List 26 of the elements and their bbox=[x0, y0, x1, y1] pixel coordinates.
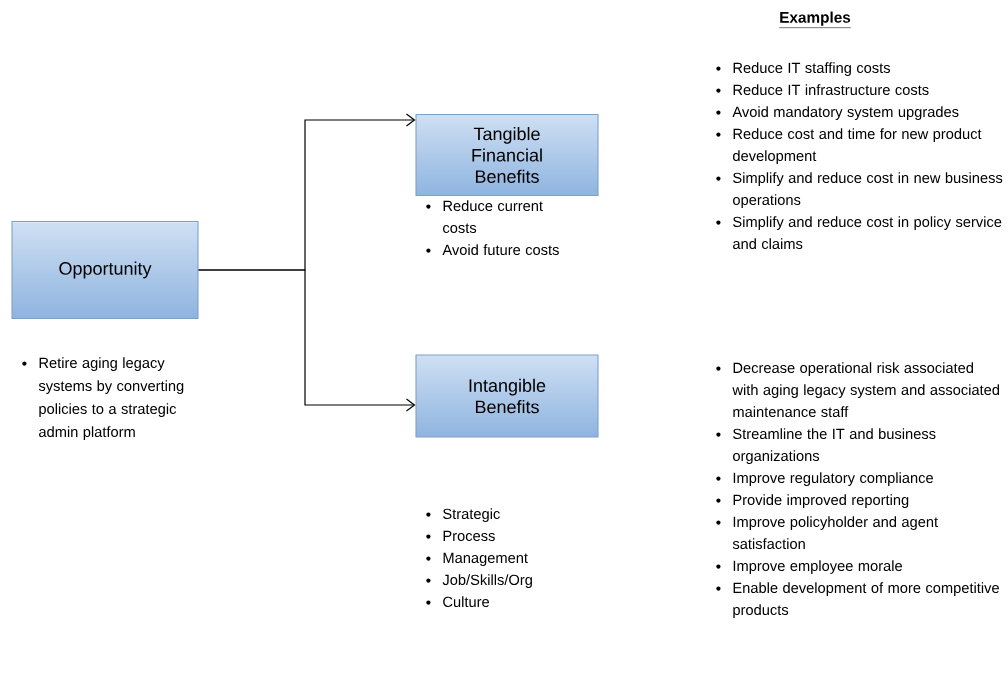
list-item: Improve regulatory compliance bbox=[716, 472, 933, 486]
list-item: Avoid mandatory system upgrades bbox=[716, 106, 959, 120]
arrow bbox=[197, 269, 416, 412]
list-item: Management bbox=[426, 552, 528, 566]
list-item: Reduce current costs bbox=[426, 200, 543, 234]
list-item: Improve policyholder and agent satisfaction bbox=[716, 516, 938, 550]
heading: Examples bbox=[778, 11, 852, 28]
list-item: Avoid future costs bbox=[426, 244, 559, 256]
process-box: Opportunity bbox=[11, 220, 199, 320]
list-item: Job/Skills/Org bbox=[426, 574, 532, 588]
list-item: Decrease operational risk associated with aging legacy system and associated maintenance staff bbox=[716, 362, 999, 418]
list-item: Simplify and reduce cost in new business operations bbox=[716, 172, 1003, 208]
list-item: Culture bbox=[426, 596, 490, 608]
list-item: Simplify and reduce cost in policy service and claims bbox=[716, 216, 1002, 250]
list-item: Enable development of more competitive products bbox=[716, 582, 999, 618]
list-item: Reduce IT staffing costs bbox=[716, 62, 890, 76]
list-item: Reduce cost and time for new product development bbox=[716, 128, 982, 164]
list-item: Provide improved reporting bbox=[716, 494, 909, 508]
process-box: Intangible Benefits bbox=[415, 354, 599, 438]
list-item: Improve employee morale bbox=[716, 560, 902, 574]
list-item: Retire aging legacy systems by converting policies to a strategic admin platform bbox=[22, 357, 184, 440]
list-item: Process bbox=[426, 530, 495, 542]
list-item: Streamline the IT and business organizations bbox=[716, 428, 936, 464]
list-item: Strategic bbox=[426, 508, 500, 522]
process-box: Tangible Financial Benefits bbox=[415, 113, 599, 197]
list-item: Reduce IT infrastructure costs bbox=[716, 84, 929, 96]
